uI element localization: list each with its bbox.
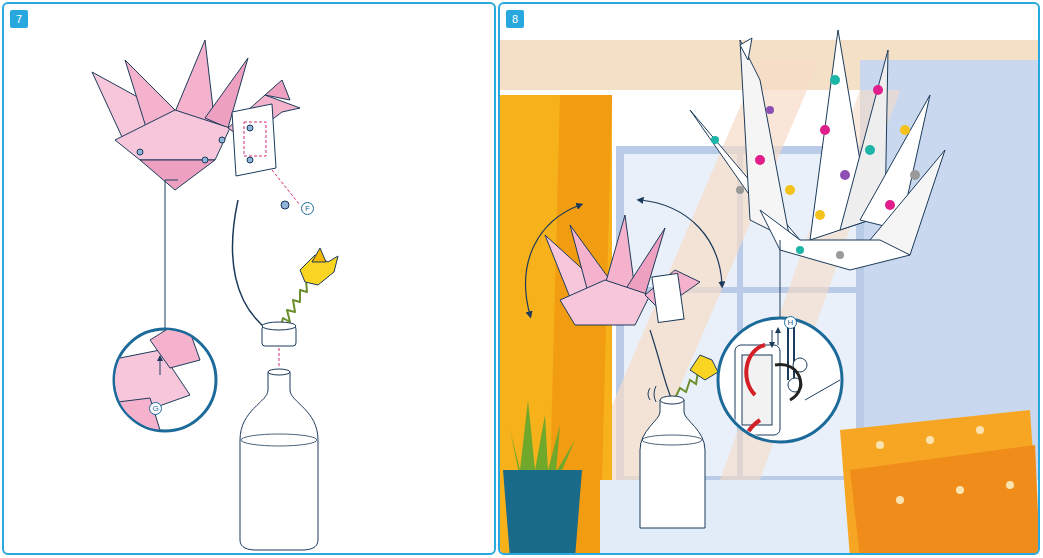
part-letter: G: [149, 402, 162, 415]
part-letter: F: [301, 202, 314, 215]
step-number: 8: [506, 10, 524, 28]
step-panel: 8: [498, 2, 1040, 555]
step7-art: [92, 40, 338, 550]
part-letter: H: [784, 316, 797, 329]
step8-art: [500, 4, 1038, 554]
step-panel: 7: [2, 2, 496, 555]
step-number: 7: [10, 10, 28, 28]
